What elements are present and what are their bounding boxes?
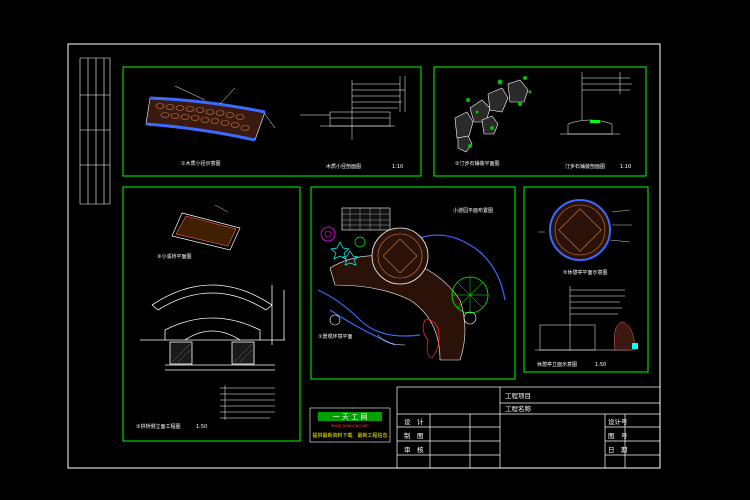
binding-strip <box>79 57 111 205</box>
pavilion-section <box>535 286 638 351</box>
caption-pavilion-plan: ⑤休憩亭平面示意图 <box>563 269 607 276</box>
stamp-title: 一 天 工 网 <box>333 413 368 421</box>
curved-path-plan <box>145 85 276 142</box>
bridge-plan <box>171 204 241 251</box>
label-project: 工程项目 <box>505 391 531 400</box>
panel1-captions: ①木质小径示意图 木质小径剖面图 1:10 <box>181 160 403 170</box>
bridge-legend-lines <box>220 385 275 420</box>
panel4-captions: 小游园平面布置图 ①景观环境平面 <box>318 207 493 340</box>
caption-stepping-section: 汀步石铺装剖面图 <box>565 163 605 170</box>
label-project-name: 工程名称 <box>505 404 532 413</box>
caption-site-plan: 小游园平面布置图 <box>453 207 493 214</box>
label-draw: 制 图 <box>404 431 424 440</box>
site-plan-paving <box>329 207 466 361</box>
label-date: 日 期 <box>608 446 628 454</box>
caption-path-plan: ①木质小径示意图 <box>181 160 220 167</box>
caption-bridge-plan: ③小溪桥平面图 <box>157 253 191 260</box>
panel2-captions: ②汀步石铺装平面图 汀步石铺装剖面图 1:10 <box>455 160 631 170</box>
caption-stepping-plan: ②汀步石铺装平面图 <box>455 160 499 167</box>
bridge-foundation-hatch <box>171 343 253 363</box>
panel-stepping-stones <box>433 66 647 177</box>
panel-path-detail <box>122 66 422 177</box>
stepping-stones-plants <box>466 76 532 148</box>
panel-pavilion <box>523 186 649 373</box>
panel5-captions: ⑤休憩亭平面示意图 休憩亭立面示意图 1:50 <box>537 269 607 368</box>
scale-pavilion-elevation: 1:50 <box>595 362 606 368</box>
scale-bridge-elevation: 1:50 <box>196 424 207 430</box>
pavilion-plan <box>538 199 632 261</box>
scale-stepping-section: 1:10 <box>620 164 631 170</box>
stepping-stones-plan <box>454 79 529 153</box>
panel-site-plan <box>310 186 516 380</box>
bridge-elevation <box>140 284 285 371</box>
watermark-stamp: 一 天 工 网 WWW.TIANGONG.NET 提供最新资料下载 最新工程信息 <box>309 407 391 443</box>
site-plan-plants <box>320 226 489 359</box>
stamp-footer: 提供最新资料下载 最新工程信息 <box>312 432 387 439</box>
panel-bridge <box>122 186 301 442</box>
label-design: 设 计 <box>404 417 424 426</box>
stepping-section <box>560 72 632 135</box>
stamp-subtitle: WWW.TIANGONG.NET <box>331 424 370 428</box>
label-drawing-no: 设计号 <box>608 417 628 426</box>
panel3-captions: ③小溪桥平面图 ③拱桥侧立面工程图 1:50 <box>136 253 207 430</box>
label-check: 审 核 <box>404 445 424 454</box>
caption-path-section: 木质小径剖面图 <box>326 163 361 170</box>
label-sheet: 图 号 <box>608 432 628 440</box>
caption-pavilion-elevation: 休憩亭立面示意图 <box>537 361 577 368</box>
title-block <box>396 386 661 469</box>
path-section-detail <box>300 76 406 140</box>
site-plan-water <box>317 234 506 346</box>
title-block-text: 工程项目 工程名称 设 计 制 图 审 核 设计号 图 号 日 期 <box>404 391 628 454</box>
caption-site-environment: ①景观环境平面 <box>318 333 352 340</box>
scale-path-section: 1:10 <box>392 164 403 170</box>
outer-frame <box>67 43 661 469</box>
caption-bridge-elevation: ③拱桥侧立面工程图 <box>136 423 180 430</box>
